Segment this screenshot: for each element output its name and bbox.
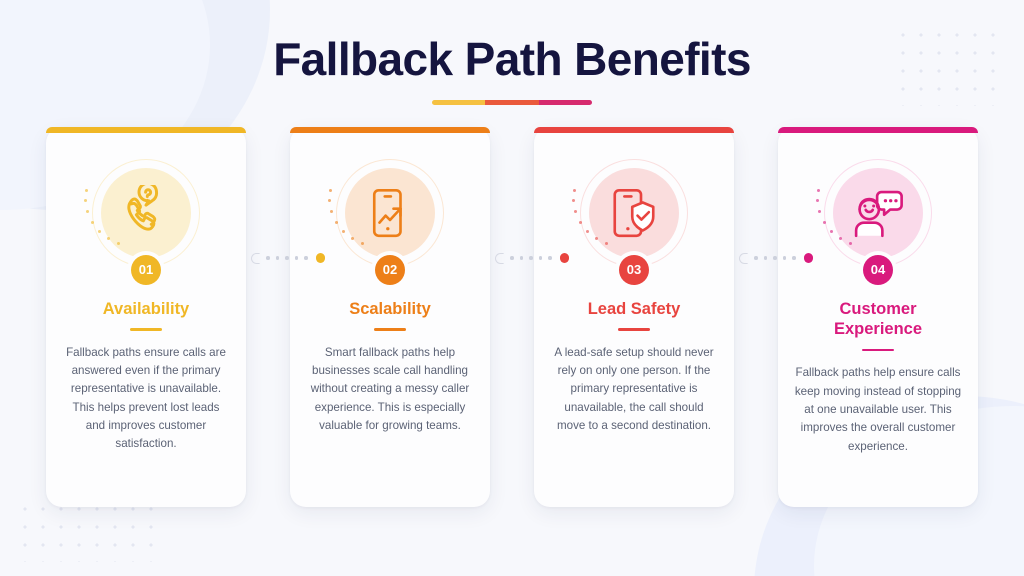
- underline-segment-2: [485, 99, 539, 105]
- connector-end-dot: [559, 253, 570, 263]
- connector-dot: [763, 256, 768, 260]
- card-body-text: A lead-safe setup should never rely on o…: [554, 345, 714, 432]
- card-title: Lead Safety: [587, 299, 681, 318]
- card-connector: [739, 252, 814, 264]
- card-connector: [251, 252, 326, 264]
- step-number-badge: 02: [375, 254, 405, 285]
- step-number-badge: 01: [131, 254, 161, 285]
- connector-dot: [510, 256, 514, 260]
- title-underline: [432, 99, 592, 105]
- underline-segment-3: [538, 99, 592, 105]
- connector-arc-icon: [739, 252, 748, 264]
- connector-dot: [304, 256, 308, 260]
- page-title: Fallback Path Benefits: [273, 33, 751, 85]
- connector-dot: [529, 256, 533, 260]
- phone-growth-chart-icon: [345, 167, 435, 258]
- person-chat-bubble-icon: [833, 167, 923, 258]
- card-body-text: Fallback paths ensure calls are answered…: [66, 345, 226, 451]
- card-title: Availability: [102, 299, 190, 318]
- connector-end-dot: [315, 253, 326, 263]
- connector-dot: [782, 256, 787, 260]
- connector-dot: [275, 256, 280, 260]
- underline-segment-1: [432, 99, 486, 105]
- step-number-badge: 03: [619, 254, 649, 285]
- card-title-rule: [130, 328, 162, 331]
- icon-cluster: [572, 158, 688, 267]
- header: Fallback Path Benefits: [0, 0, 1024, 105]
- card-connector: [495, 252, 570, 264]
- connector-dot: [266, 256, 270, 260]
- connector-arc-icon: [251, 252, 260, 264]
- card-body-text: Smart fallback paths help businesses sca…: [310, 345, 470, 432]
- connector-dot: [792, 256, 796, 260]
- connector-arc-icon: [495, 252, 504, 264]
- card-title: Customer Experience: [833, 299, 923, 339]
- connector-dot: [538, 256, 543, 260]
- connector-dot: [519, 256, 524, 260]
- connector-dot: [773, 256, 777, 260]
- phone-shield-check-icon: [589, 167, 679, 258]
- step-number-badge: 04: [863, 254, 893, 285]
- phone-question-icon: [101, 167, 191, 258]
- icon-cluster: [816, 158, 932, 267]
- card-title-rule: [862, 348, 894, 352]
- card-title-rule: [374, 328, 406, 331]
- card-title: Scalability: [349, 299, 431, 318]
- icon-cluster: [84, 158, 200, 267]
- icon-cluster: [328, 158, 444, 267]
- connector-dot: [285, 256, 289, 260]
- connector-dot: [548, 256, 552, 260]
- connector-end-dot: [803, 253, 814, 263]
- card-title-rule: [618, 328, 650, 331]
- dot-grid-bottom-left: [16, 500, 158, 562]
- connector-dot: [754, 256, 758, 260]
- card-body-text: Fallback paths help ensure calls keep mo…: [794, 366, 962, 453]
- connector-dot: [294, 256, 299, 260]
